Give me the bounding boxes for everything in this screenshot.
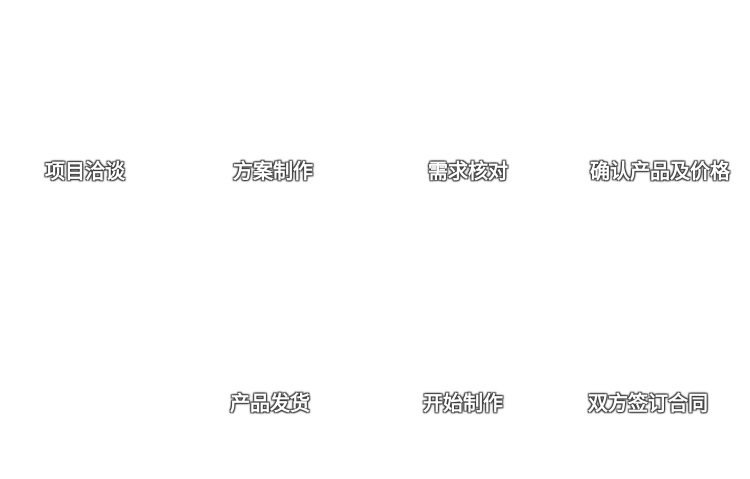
- flow-step-requirements-check-label: 需求核对: [428, 159, 508, 183]
- flow-step-project-negotiation-label: 项目洽谈: [45, 159, 125, 183]
- flow-step-contract-signing-label: 双方签订合同: [588, 391, 708, 415]
- flow-step-proposal-creation-label: 方案制作: [233, 159, 313, 183]
- flow-step-product-shipping-label: 产品发货: [230, 391, 310, 415]
- flow-step-start-production-label: 开始制作: [423, 391, 503, 415]
- flow-step-confirm-product-price-label: 确认产品及价格: [590, 159, 730, 183]
